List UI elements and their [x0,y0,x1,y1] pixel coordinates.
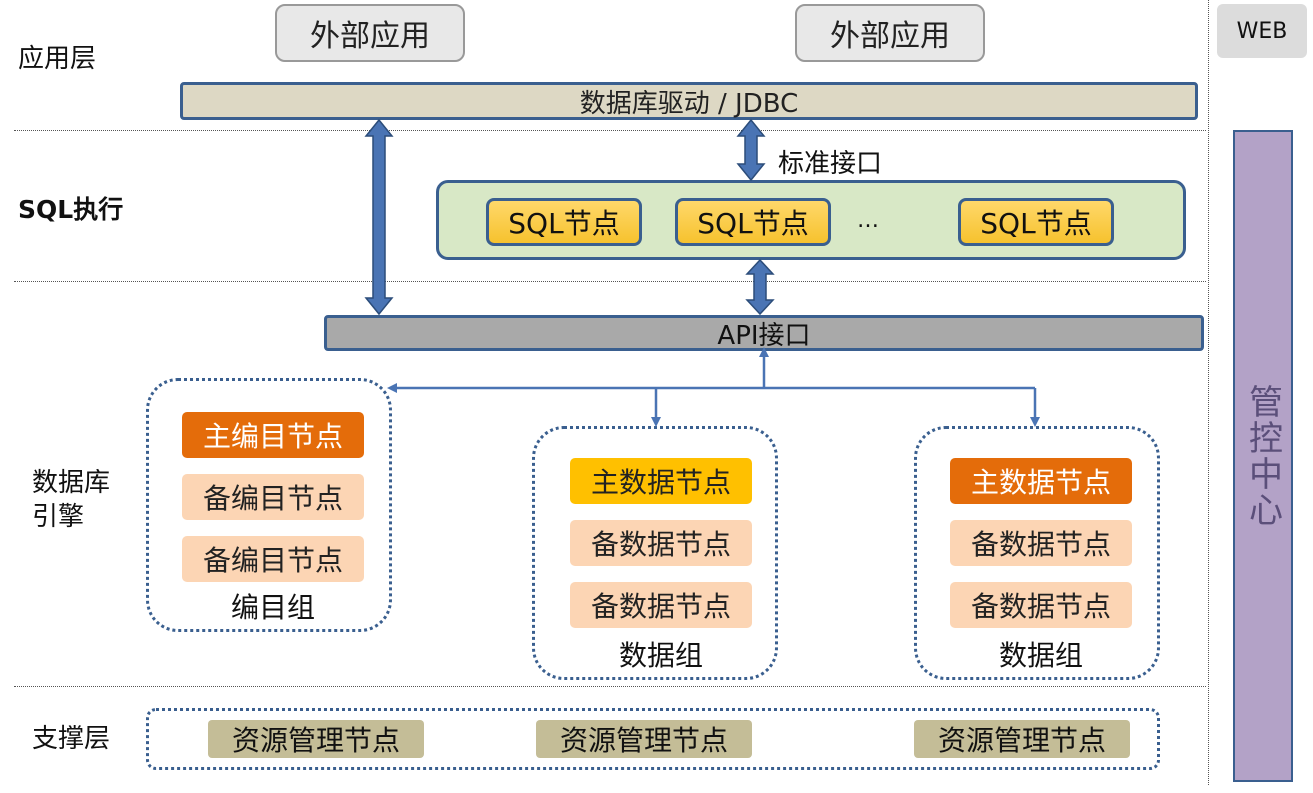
data-group-2 [914,426,1160,680]
double-arrow-driver-api [364,118,394,316]
layer-label-engine-line1: 数据库 [32,468,111,498]
data-group-2-backup-node-1: 备数据节点 [950,520,1132,566]
layer-label-app: 应用层 [18,44,97,74]
layer-label-support: 支撑层 [32,724,111,754]
catalog-backup-node-1: 备编目节点 [182,474,364,520]
resource-node-2: 资源管理节点 [536,720,752,758]
api-tree-connectors [387,347,1040,427]
double-arrow-driver-sql [736,118,766,182]
web-box: WEB [1217,4,1307,58]
management-center-label: 管控中心 [1242,384,1283,528]
external-app-1: 外部应用 [275,4,465,62]
layer-label-engine: 数据库 引擎 [32,466,110,534]
data-group-1-backup-node-1: 备数据节点 [570,520,752,566]
external-app-2: 外部应用 [795,4,985,62]
separator-engine-support [14,686,1206,687]
separator-app-sql [14,130,1206,131]
api-interface-bar: API接口 [324,315,1204,351]
data-group-2-backup-node-2: 备数据节点 [950,582,1132,628]
data-group-1-label: 数据组 [618,639,703,672]
jdbc-driver-bar: 数据库驱动 / JDBC [180,82,1198,120]
data-group-1-backup-node-2: 备数据节点 [570,582,752,628]
layer-label-sql: SQL执行 [18,195,124,224]
catalog-primary-node: 主编目节点 [182,412,364,458]
layer-label-engine-line2: 引擎 [32,502,85,532]
catalog-group [146,378,392,632]
catalog-group-label: 编目组 [230,591,315,624]
data-group-1-primary-node: 主数据节点 [570,458,752,504]
double-arrow-sql-api [745,258,775,316]
sql-node-1: SQL节点 [486,198,642,246]
data-group-1 [532,426,778,680]
separator-sql-api [14,281,1206,282]
sql-node-ellipsis: … [857,207,879,233]
resource-node-1: 资源管理节点 [208,720,424,758]
separator-vertical [1208,0,1209,785]
management-center-bar: 管控中心 [1233,130,1293,782]
catalog-backup-node-2: 备编目节点 [182,536,364,582]
data-group-2-label: 数据组 [998,639,1083,672]
resource-node-3: 资源管理节点 [914,720,1130,758]
support-layer-container [146,708,1160,770]
sql-node-2: SQL节点 [675,198,831,246]
standard-interface-label: 标准接口 [778,149,883,179]
data-group-2-primary-node: 主数据节点 [950,458,1132,504]
sql-node-3: SQL节点 [958,198,1114,246]
